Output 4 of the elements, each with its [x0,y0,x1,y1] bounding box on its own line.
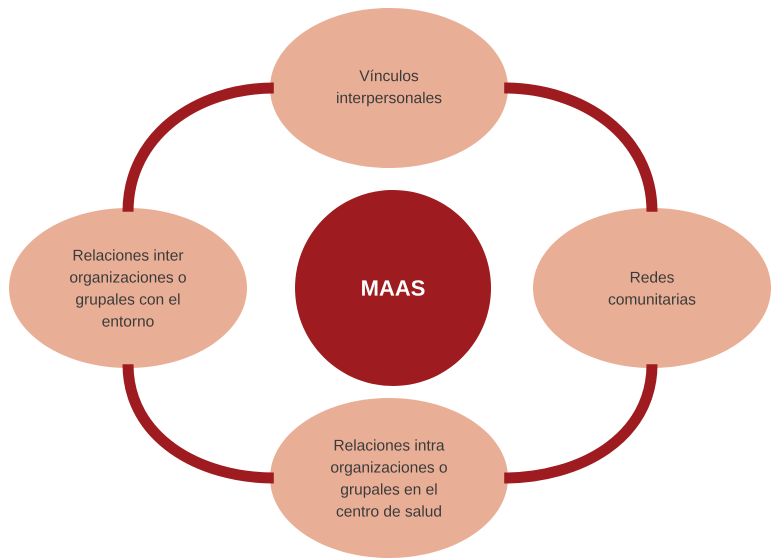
ring-arc [504,364,658,484]
ring-arc [122,82,274,212]
ring-arc [504,82,658,212]
ring-arc [122,364,274,484]
